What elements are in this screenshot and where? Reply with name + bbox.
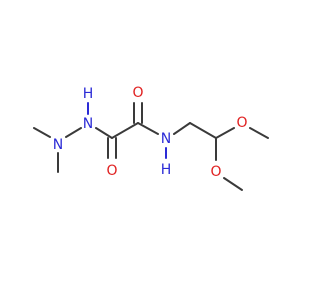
bond-ch-to-o-methoxy-upper bbox=[215, 127, 235, 139]
bond-carbonyl-carbon-right-to-n-amide bbox=[137, 122, 159, 135]
bond-o-methoxy-upper-to-methyl bbox=[249, 127, 269, 139]
bond-methyl-upper-to-n-dimethyl bbox=[33, 127, 51, 138]
atom-n-hydrazide: N bbox=[83, 116, 93, 132]
bond-nh-to-carbonyl-carbon-left bbox=[95, 127, 113, 139]
atom-o-carbonyl-left: O bbox=[106, 163, 117, 179]
atom-n-amide: N bbox=[161, 131, 171, 147]
atom-o-methoxy-upper: O bbox=[236, 115, 247, 131]
bond-o-methoxy-lower-to-methyl bbox=[223, 177, 243, 191]
bond-ch2-to-ch bbox=[189, 122, 217, 139]
atom-n-dimethyl: N bbox=[53, 137, 63, 153]
atom-o-carbonyl-right: O bbox=[132, 85, 143, 101]
bond-n-dimethyl-to-nh bbox=[65, 127, 82, 138]
atom-o-methoxy-lower: O bbox=[210, 164, 221, 180]
atom-h-on-nh: H bbox=[83, 86, 94, 102]
bond-carbonyl-carbon-left-to-right bbox=[111, 122, 139, 139]
atom-h-on-amide: H bbox=[161, 162, 172, 178]
chemical-structure: H N N O O N H O O bbox=[33, 85, 269, 191]
bond-n-amide-to-ch2 bbox=[173, 122, 191, 135]
